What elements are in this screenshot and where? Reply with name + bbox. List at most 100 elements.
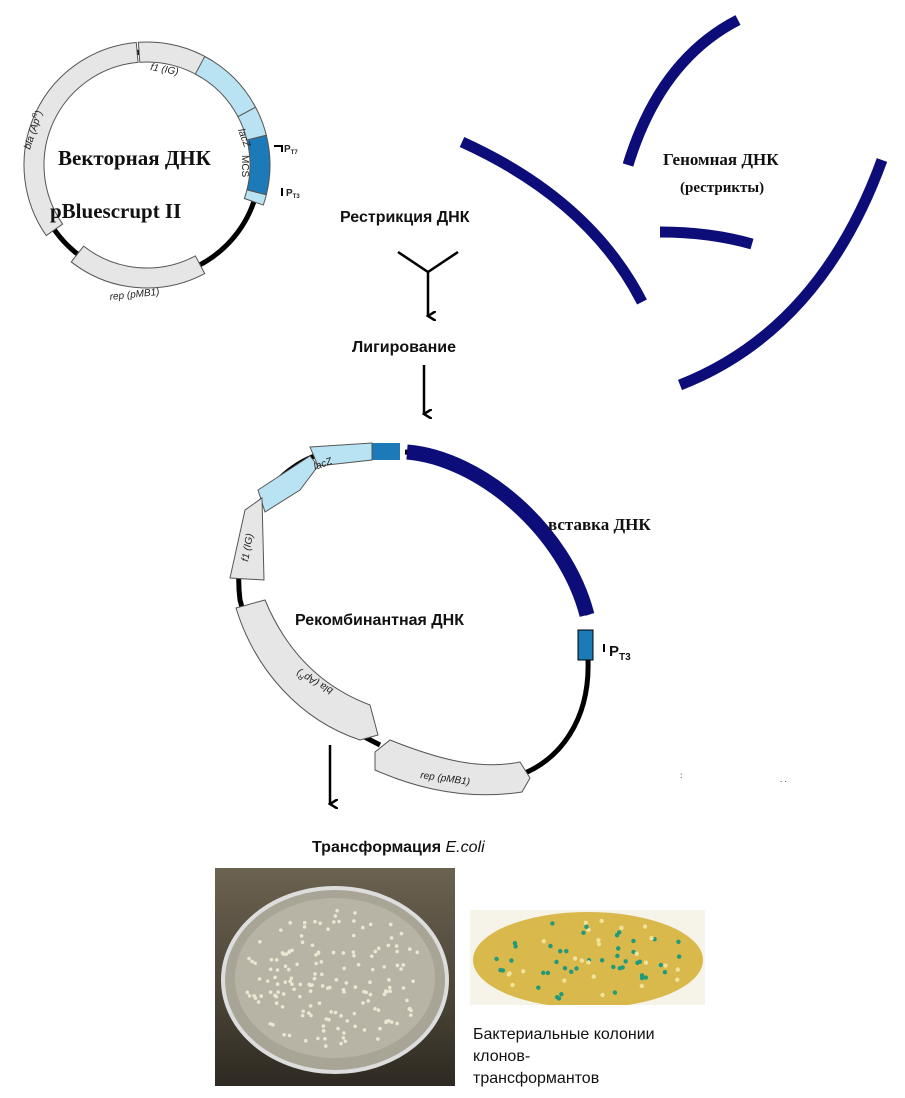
colony (356, 962, 361, 967)
vector-f1-label: f1 (IG) (149, 62, 179, 78)
colony (378, 1026, 382, 1031)
colony (362, 989, 366, 994)
colony (281, 992, 286, 996)
colony (307, 1011, 311, 1015)
colony (366, 999, 371, 1003)
colony (332, 920, 336, 924)
colony (616, 946, 621, 951)
colony (370, 967, 375, 972)
colony (333, 914, 338, 918)
colony (395, 949, 399, 954)
colony (298, 982, 303, 987)
colony (616, 930, 622, 935)
vector-mcs-label: MCS (239, 155, 250, 178)
step-ligation: Лигирование (352, 339, 456, 356)
colony (376, 1008, 381, 1012)
recombinant-mcs (577, 629, 594, 661)
colony (635, 960, 640, 965)
colony (336, 1026, 340, 1031)
colony (352, 1011, 357, 1016)
colony (662, 970, 668, 975)
colony (268, 967, 273, 972)
colony (317, 1001, 322, 1006)
colony (562, 978, 567, 983)
petri-dish-image (221, 886, 449, 1074)
colony (500, 968, 506, 973)
colony (675, 967, 680, 972)
colony (615, 953, 620, 959)
colony (386, 943, 391, 948)
colony (675, 977, 680, 982)
colony (331, 950, 336, 955)
colony (282, 1032, 286, 1037)
colony (280, 951, 285, 955)
colony (275, 982, 280, 987)
colony (401, 986, 406, 990)
colony (257, 977, 262, 981)
colony (245, 990, 250, 995)
colony (376, 1037, 380, 1041)
colony (341, 951, 346, 955)
colony (299, 934, 304, 938)
colony (383, 989, 388, 993)
colony (558, 948, 563, 954)
colony (536, 985, 541, 990)
colony (395, 963, 400, 968)
vector-pt7: PT7 (284, 144, 298, 156)
colony (301, 1009, 306, 1014)
colony (352, 919, 356, 923)
colony (361, 1001, 365, 1005)
colony (399, 931, 404, 936)
colony (271, 1022, 275, 1027)
recombinant-f1 (229, 497, 265, 581)
colony (339, 1013, 343, 1018)
colony (382, 992, 387, 997)
colony (586, 960, 591, 965)
colony (389, 1020, 394, 1024)
colony (373, 1006, 377, 1011)
colony (676, 954, 682, 959)
blue-white-plate-photo (470, 910, 705, 1005)
colony (600, 992, 605, 998)
colony (387, 985, 392, 990)
colony (275, 968, 280, 972)
colony (283, 980, 288, 984)
colony (506, 972, 511, 977)
recombinant-mcs-top (372, 443, 400, 460)
colony (253, 961, 257, 966)
colony (292, 987, 296, 992)
colony (368, 992, 373, 997)
colony (568, 969, 574, 975)
vector-bla-segment (23, 41, 139, 237)
dna-insert (406, 444, 595, 617)
colony (300, 940, 305, 944)
colony (308, 989, 313, 993)
colony (259, 994, 264, 998)
colony (352, 953, 356, 958)
colony (676, 939, 681, 944)
colony (387, 978, 391, 982)
colony (323, 1044, 328, 1048)
colony (401, 963, 406, 967)
colony (376, 946, 381, 951)
colony (287, 950, 291, 955)
colony (313, 919, 317, 924)
colony (344, 981, 349, 985)
colony (319, 960, 324, 964)
colony (584, 924, 589, 930)
caption-line: трансформантов (473, 1070, 600, 1087)
colony (273, 975, 277, 980)
colony (513, 944, 518, 949)
colony (617, 965, 623, 971)
vector-rep-segment (70, 245, 206, 289)
colony (415, 950, 420, 955)
colony (253, 996, 258, 1000)
vector-pt3: PT3 (286, 188, 300, 200)
vector-rep-label: rep (pMB1) (109, 287, 160, 303)
genomic-fragment (659, 226, 754, 250)
colony (342, 1031, 346, 1035)
colony (631, 949, 636, 955)
colony (290, 948, 294, 953)
blue-white-plate-image (473, 912, 703, 1005)
